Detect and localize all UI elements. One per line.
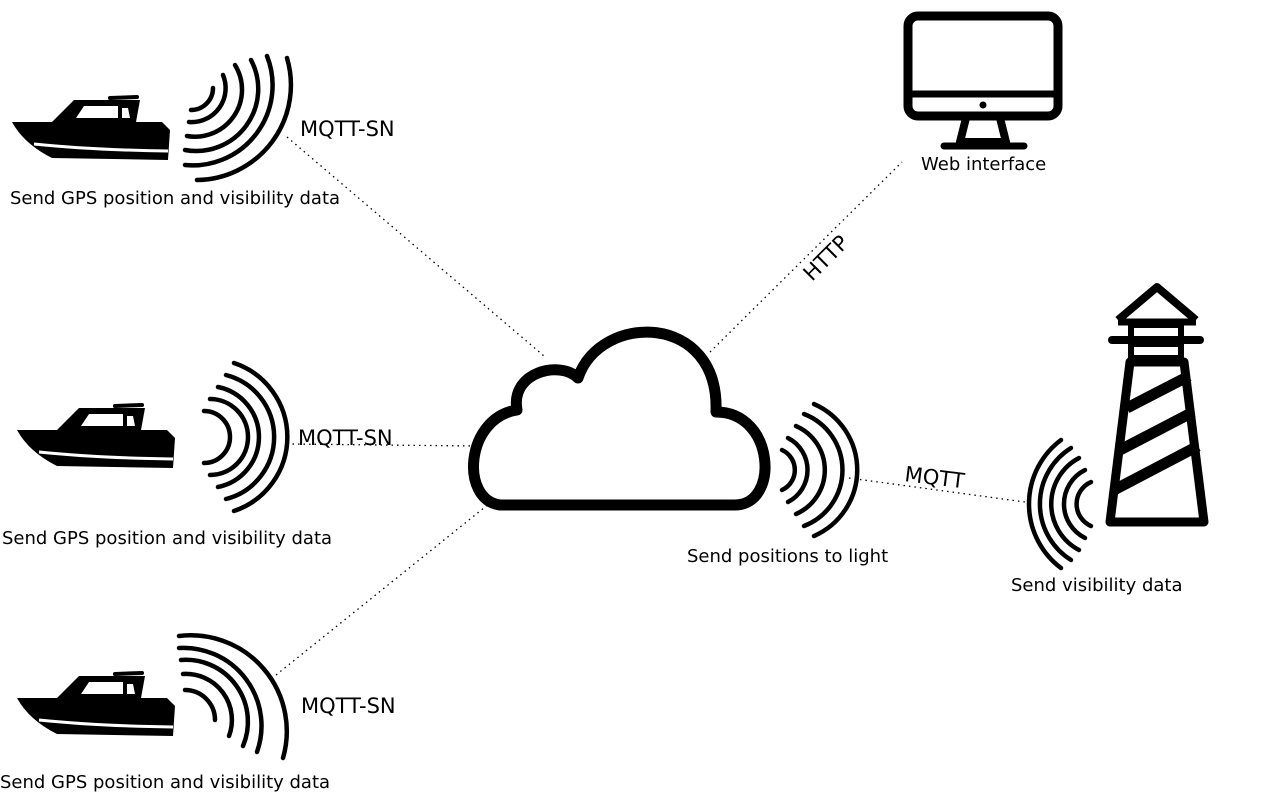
caption-web: Web interface	[921, 154, 1046, 175]
wireless-signal-icon	[176, 633, 289, 761]
protocol-label-boat-top: MQTT-SN	[300, 117, 395, 141]
monitor-icon	[903, 11, 1063, 150]
wireless-signal-icon	[201, 360, 290, 514]
web-node: Web interface HTTP	[799, 11, 1063, 286]
link-boat-middle-cloud	[286, 443, 477, 447]
boat-node-middle: MQTT-SN Send GPS position and visibility…	[2, 360, 393, 549]
wireless-signal-icon	[779, 401, 860, 539]
protocol-label-lighthouse: MQTT	[903, 462, 966, 493]
cloud-icon	[468, 326, 771, 511]
caption-boat-middle: Send GPS position and visibility data	[2, 528, 332, 549]
caption-cloud: Send positions to light	[687, 546, 888, 567]
boat-icon	[15, 403, 177, 470]
boat-icon	[15, 671, 177, 738]
caption-boat-top: Send GPS position and visibility data	[10, 188, 340, 209]
boat-node-top: MQTT-SN Send GPS position and visibility…	[10, 53, 395, 209]
link-cloud-lighthouse	[848, 477, 1026, 503]
link-cloud-web	[709, 161, 903, 353]
boat-icon	[10, 95, 172, 162]
links	[275, 136, 1026, 676]
wireless-signal-icon	[1026, 437, 1094, 571]
caption-boat-bottom: Send GPS position and visibility data	[0, 772, 330, 793]
wireless-signal-icon	[182, 53, 294, 183]
link-boat-top-cloud	[286, 136, 545, 357]
caption-lighthouse: Send visibility data	[1011, 575, 1183, 596]
boat-node-bottom: MQTT-SN Send GPS position and visibility…	[0, 633, 396, 793]
protocol-label-web: HTTP	[799, 231, 854, 286]
protocol-label-boat-bottom: MQTT-SN	[301, 694, 396, 718]
cloud-node: Send positions to light	[468, 326, 888, 567]
protocol-label-boat-middle: MQTT-SN	[298, 426, 393, 450]
lighthouse-icon	[1105, 283, 1209, 527]
lighthouse-node: Send visibility data MQTT	[903, 283, 1209, 596]
